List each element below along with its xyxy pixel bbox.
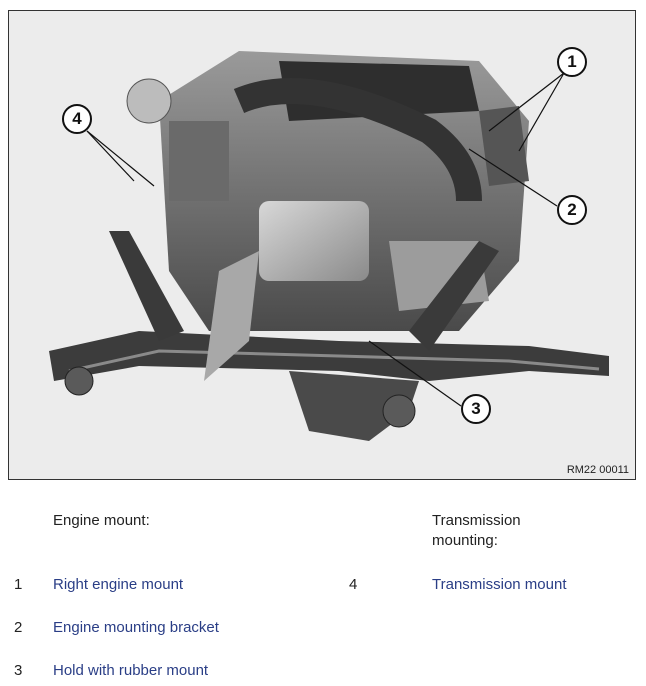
legend-number-1: 1: [14, 576, 23, 593]
engine-drawing: [49, 51, 609, 441]
engine-illustration: 1 2 3 4 RM22 00011: [8, 10, 636, 480]
callout-1: 1: [557, 47, 587, 77]
legend-link-right-engine-mount[interactable]: Right engine mount: [53, 576, 184, 593]
callout-2: 2: [557, 195, 587, 225]
legend-number-3: 3: [14, 662, 23, 679]
callout-4: 4: [62, 104, 92, 134]
legend-heading-transmission-mounting: Transmission mounting:: [432, 512, 521, 549]
legend-link-transmission-mount[interactable]: Transmission mount: [432, 576, 567, 593]
legend-number-2: 2: [14, 619, 23, 636]
figure-code: RM22 00011: [566, 464, 629, 476]
callout-3: 3: [461, 394, 491, 424]
legend-link-hold-with-rubber-mount[interactable]: Hold with rubber mount: [53, 662, 209, 679]
legend-link-engine-mounting-bracket[interactable]: Engine mounting bracket: [53, 619, 219, 636]
legend-heading-engine-mount: Engine mount:: [53, 512, 150, 529]
legend-number-4: 4: [349, 576, 358, 593]
